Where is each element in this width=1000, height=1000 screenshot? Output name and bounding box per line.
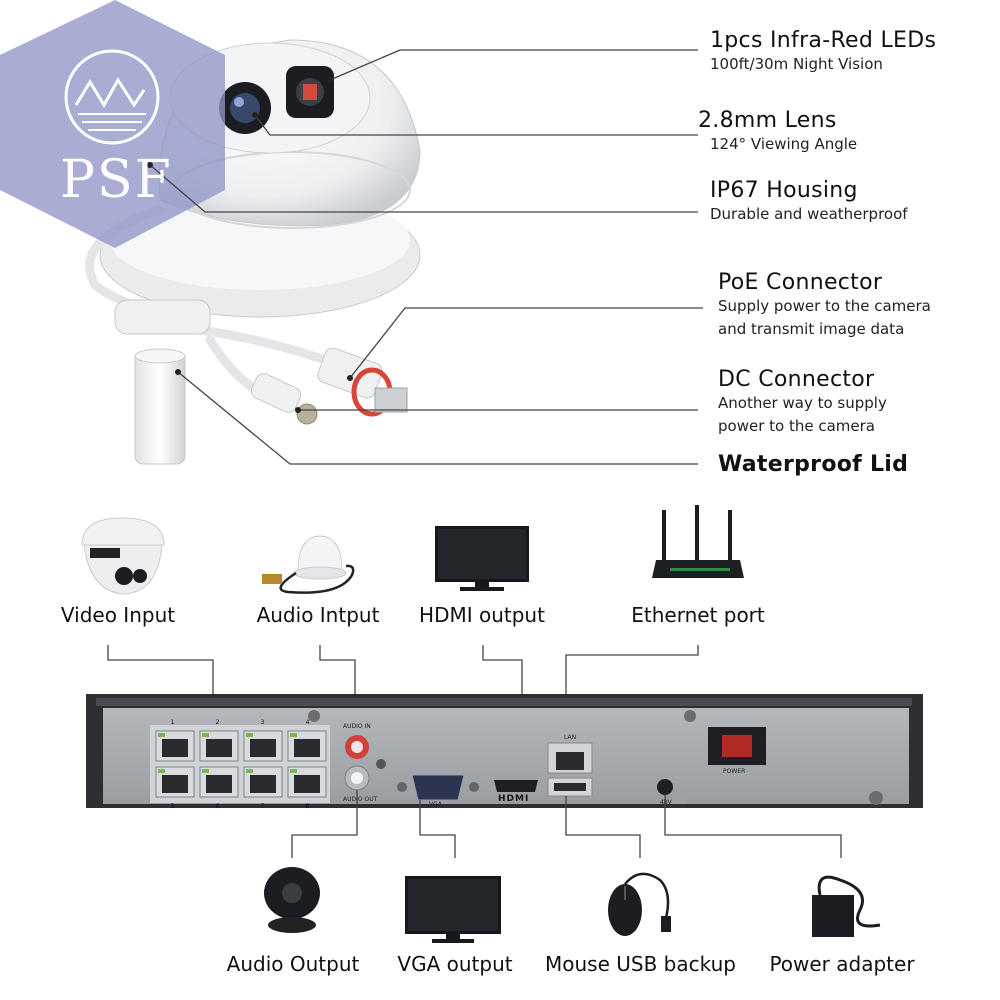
nvr-label-lan: LAN: [564, 734, 577, 741]
ir-led-icon: [286, 66, 334, 118]
label-vga-output: VGA output: [397, 952, 513, 976]
port-led: [158, 733, 165, 737]
mouse-icon: [608, 872, 671, 936]
speaker-icon: [264, 867, 320, 933]
rj45-socket: [162, 775, 188, 793]
waterproof-lid: [134, 348, 186, 465]
feature-desc: Another way to supply: [718, 394, 887, 412]
router-icon: [652, 505, 744, 578]
feature-desc: Supply power to the camera: [718, 297, 931, 315]
dc-jack: [657, 779, 686, 804]
poe-ports: [155, 730, 327, 798]
port-number: 1: [170, 719, 175, 726]
label-mouse-usb: Mouse USB backup: [545, 952, 736, 976]
microphone-icon: [262, 535, 355, 594]
label-hdmi-output: HDMI output: [419, 603, 545, 627]
feature-title: DC Connector: [718, 367, 875, 392]
bottom-port-leader-lines: [291, 790, 842, 858]
nvr-label-power: POWER: [723, 768, 746, 775]
nvr-label-audio-in: AUDIO IN: [343, 723, 371, 730]
port-numbers-top: 1 2 3 4: [150, 719, 330, 726]
nvr-label-vga: VGA: [429, 801, 442, 808]
port-led: [158, 769, 165, 773]
port-number: 6: [215, 803, 220, 810]
port-led: [246, 769, 253, 773]
feature-ir-leds: 1pcs Infra-Red LEDs 100ft/30m Night Visi…: [710, 28, 936, 76]
rj45-socket: [206, 775, 232, 793]
nvr-label-audio-out: AUDIO OUT: [343, 796, 378, 803]
rj45-socket: [206, 739, 232, 757]
port-number: 5: [170, 803, 175, 810]
feature-desc: power to the camera: [718, 417, 875, 435]
hdmi-port: [494, 780, 538, 792]
feature-title: PoE Connector: [718, 270, 883, 295]
feature-desc: 100ft/30m Night Vision: [710, 55, 883, 73]
camera-leader-lines: [149, 49, 703, 465]
feature-desc: Durable and weatherproof: [710, 205, 908, 223]
port-number: 2: [215, 719, 220, 726]
port-led: [290, 733, 297, 737]
feature-poe-connector: PoE Connector Supply power to the camera…: [718, 270, 931, 341]
label-audio-output: Audio Output: [226, 952, 360, 976]
vga-monitor-icon: [405, 876, 501, 943]
rj45-socket: [294, 775, 320, 793]
rj45-socket: [250, 775, 276, 793]
port-number: 3: [260, 719, 265, 726]
feature-title: IP67 Housing: [710, 178, 858, 203]
feature-title: Waterproof Lid: [718, 452, 909, 477]
feature-desc: 124° Viewing Angle: [710, 135, 858, 153]
port-led: [202, 769, 209, 773]
usb-port: [547, 777, 593, 797]
nvr-label-hdmi: HDMI: [498, 794, 530, 804]
watermark-text: PSF: [60, 150, 173, 210]
power-adapter-icon: [812, 875, 881, 937]
watermark-logo: [0, 0, 225, 248]
port-led: [202, 733, 209, 737]
dc-connector: [250, 373, 318, 425]
camera-leader-dots: [147, 77, 353, 413]
poe-connector: [114, 299, 408, 417]
rj45-socket: [162, 739, 188, 757]
video-input-camera-icon: [81, 517, 165, 595]
port-number: 8: [305, 803, 310, 810]
feature-title: 2.8mm Lens: [698, 108, 837, 133]
feature-waterproof-lid: Waterproof Lid: [718, 452, 908, 477]
hdmi-monitor-icon: [435, 526, 529, 591]
label-ethernet-port: Ethernet port: [631, 603, 765, 627]
rj45-socket: [294, 739, 320, 757]
power-switch: [708, 727, 766, 765]
label-video-input: Video Input: [60, 603, 176, 627]
nvr-label-dc: 48V: [660, 799, 672, 806]
audio-rca-jacks: [344, 735, 386, 791]
feature-dc-connector: DC Connector Another way to supply power…: [718, 367, 887, 438]
port-number: 7: [260, 803, 265, 810]
label-power-adapter: Power adapter: [769, 952, 915, 976]
port-led: [246, 733, 253, 737]
port-numbers-bottom: 5 6 7 8: [150, 803, 330, 810]
feature-desc: and transmit image data: [718, 320, 905, 338]
feature-housing: IP67 Housing Durable and weatherproof: [710, 178, 908, 226]
feature-title: 1pcs Infra-Red LEDs: [710, 28, 937, 53]
port-number: 4: [305, 719, 310, 726]
feature-lens: 2.8mm Lens 124° Viewing Angle: [698, 108, 857, 156]
label-audio-input: Audio Intput: [256, 603, 380, 627]
port-led: [290, 769, 297, 773]
rj45-socket: [250, 739, 276, 757]
vga-port: [397, 774, 479, 801]
lan-port: [547, 742, 593, 774]
